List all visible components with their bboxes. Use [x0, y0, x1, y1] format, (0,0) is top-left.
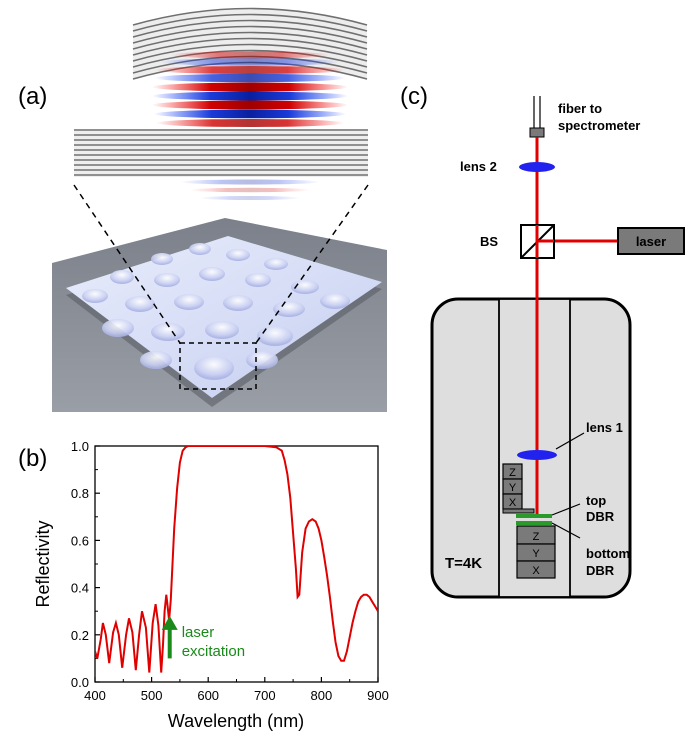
top-stage-y: Y — [509, 482, 517, 494]
top-dbr-mirror — [516, 514, 552, 518]
beam-splitter — [520, 224, 555, 259]
lens-2-label: lens 2 — [460, 159, 497, 174]
bottom-stage-y: Y — [532, 548, 540, 560]
x-tick-label: 900 — [367, 688, 389, 703]
lens-1-label: lens 1 — [586, 420, 623, 435]
laser-source-label: laser — [636, 234, 666, 249]
y-tick-label: 0.0 — [71, 675, 89, 690]
panel-c-label: (c) — [400, 83, 428, 110]
x-axis-label: Wavelength (nm) — [168, 711, 304, 731]
y-tick-label: 0.6 — [71, 533, 89, 548]
fiber-label-line2: spectrometer — [558, 118, 640, 133]
panel-a: (a) — [18, 7, 387, 412]
x-tick-label: 700 — [254, 688, 276, 703]
bottom-dbr-label-line1: bottom — [586, 546, 630, 561]
y-axis: 0.0 0.2 0.4 0.6 0.8 1.0 — [71, 439, 100, 690]
y-tick-label: 0.8 — [71, 486, 89, 501]
beam-splitter-label: BS — [480, 234, 498, 249]
fiber-label-line1: fiber to — [558, 101, 602, 116]
top-positioner-stack: Z Y X — [502, 463, 535, 514]
bottom-dbr-pointer — [551, 522, 581, 539]
panel-c: (c) fiber to spectrometer T=4K lens 2 BS — [400, 83, 685, 599]
reflectivity-series-line — [95, 446, 378, 673]
x-tick-label: 500 — [141, 688, 163, 703]
lens-1 — [517, 450, 557, 460]
top-dbr-label-line2: DBR — [586, 509, 615, 524]
zoom-box — [179, 342, 257, 390]
panel-b-label: (b) — [18, 445, 47, 472]
laser-annotation-line2: excitation — [182, 643, 245, 660]
y-axis-label: Reflectivity — [33, 520, 53, 607]
lens-2 — [519, 162, 555, 172]
x-tick-label: 800 — [311, 688, 333, 703]
bottom-dbr-label-line2: DBR — [586, 563, 615, 578]
laser-annotation: laser excitation — [161, 615, 245, 660]
lens-1-pointer — [555, 432, 585, 450]
top-dbr-label-line1: top — [586, 493, 606, 508]
y-tick-label: 0.2 — [71, 628, 89, 643]
bottom-stage-z: Z — [533, 531, 540, 543]
top-dbr-pointer — [551, 503, 581, 516]
reflectivity-chart: 400 500 600 700 800 900 0.0 0.2 0.4 0.6 0.8 1.0 la… — [33, 439, 389, 731]
panel-a-label: (a) — [18, 83, 47, 110]
temperature-label: T=4K — [445, 555, 482, 572]
sample-rendering — [52, 184, 387, 412]
bottom-dbr-mirror — [516, 521, 552, 525]
x-axis: 400 500 600 700 800 900 — [84, 677, 389, 703]
fiber — [529, 96, 545, 138]
laser-arrow-head — [161, 615, 178, 630]
top-stage-z: Z — [509, 467, 516, 479]
y-tick-label: 1.0 — [71, 439, 89, 454]
bottom-positioner-stack: Z Y X — [516, 525, 556, 579]
top-stage-x: X — [509, 497, 517, 509]
bottom-stage-x: X — [532, 565, 540, 577]
panel-b: (b) 400 500 600 700 800 900 0.0 0.2 0.4 0.6 0.8 1.… — [18, 439, 389, 731]
y-tick-label: 0.4 — [71, 581, 89, 596]
x-tick-label: 600 — [197, 688, 219, 703]
laser-source — [617, 227, 685, 255]
dimple-array — [82, 243, 350, 380]
optical-mode-field — [152, 51, 348, 200]
bottom-dbr-planar — [74, 129, 368, 177]
laser-annotation-line1: laser — [182, 624, 215, 641]
zoom-line-left — [73, 184, 181, 344]
x-tick-label: 400 — [84, 688, 106, 703]
